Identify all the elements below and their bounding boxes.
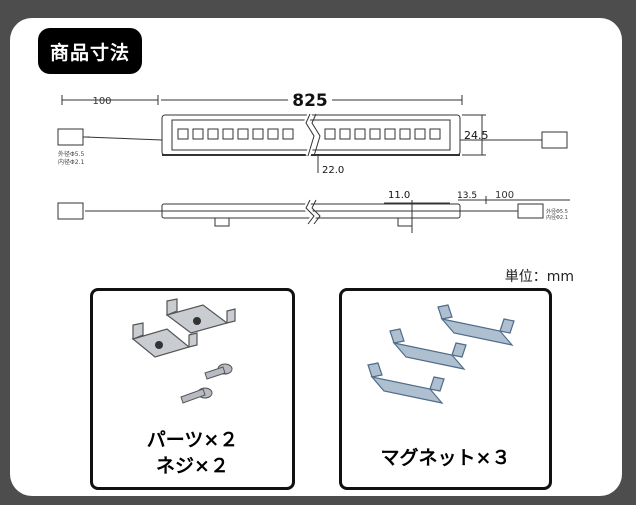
unit-label: 単位：mm xyxy=(504,269,574,285)
accessory-box-parts: パーツ×２ ネジ×２ xyxy=(90,288,295,490)
dim-lead-right: 100 xyxy=(495,190,514,201)
clip-and-screw-icon xyxy=(131,298,236,404)
dim-inner-right: 内径Φ2.1 xyxy=(546,214,568,221)
dim-base-height: 11.0 xyxy=(388,190,410,201)
dim-height: 24.5 xyxy=(464,129,489,142)
magnet-bracket-icon xyxy=(367,304,515,404)
dim-width: 22.0 xyxy=(322,165,344,176)
dim-outer-right: 外径Φ5.5 xyxy=(546,208,568,215)
accessory-box-magnets: マグネット×３ xyxy=(339,288,552,490)
product-card: 商品寸法 xyxy=(10,18,622,496)
dim-total-length: 825 xyxy=(292,91,328,111)
magnet-label: マグネット×３ xyxy=(380,447,511,469)
dim-outer-left: 外径Φ5.5 xyxy=(58,150,84,158)
dim-lead-left: 100 xyxy=(92,96,111,107)
page-title: 商品寸法 xyxy=(38,28,142,74)
parts-label-line1: パーツ×２ xyxy=(146,429,239,451)
dimension-drawing: 825 100 24.5 22.0 外径Φ5.5 内径Φ2.1 11.0 13.… xyxy=(57,91,570,233)
parts-label-line2: ネジ×２ xyxy=(156,455,229,477)
dim-inner-left: 内径Φ2.1 xyxy=(58,158,84,166)
dim-end-cap: 13.5 xyxy=(457,191,477,201)
